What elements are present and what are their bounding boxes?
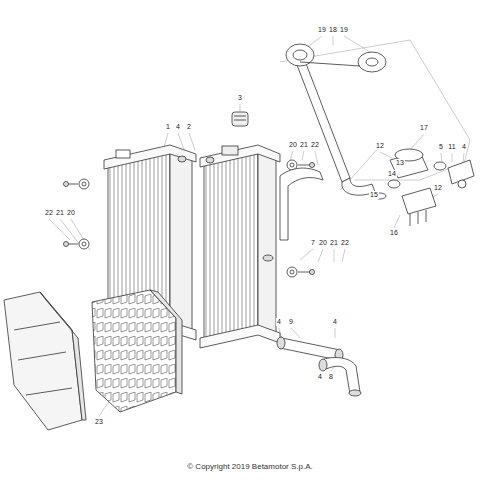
callout-number: 21 <box>329 239 339 247</box>
callout-number: 22 <box>340 239 350 247</box>
callout-number: 13 <box>395 159 405 167</box>
callout-number: 18 <box>328 26 338 34</box>
callout-number: 9 <box>288 318 294 326</box>
copyright-caption: © Copyright 2019 Betamotor S.p.A. <box>187 462 313 471</box>
callout-number: 8 <box>328 373 334 381</box>
callout-number: 12 <box>433 184 443 192</box>
callout-number: 21 <box>55 209 65 217</box>
callout-number: 16 <box>389 229 399 237</box>
callout-number: 20 <box>66 209 76 217</box>
callout-number: 19 <box>339 26 349 34</box>
callout-number: 21 <box>299 141 309 149</box>
callout-number: 4 <box>175 123 181 131</box>
callout-number: 5 <box>438 143 444 151</box>
callout-number: 15 <box>369 191 379 199</box>
callout-number: 20 <box>318 239 328 247</box>
callout-number: 4 <box>332 318 338 326</box>
callout-number: 4 <box>276 318 282 326</box>
callout-number: 7 <box>310 239 316 247</box>
callout-number: 17 <box>419 124 429 132</box>
callout-number: 14 <box>387 170 397 178</box>
callout-number: 3 <box>237 94 243 102</box>
callout-number: 4 <box>461 143 467 151</box>
callout-number: 1 <box>165 123 171 131</box>
callout-number: 2 <box>186 123 192 131</box>
callout-number: 12 <box>375 142 385 150</box>
callout-number: 20 <box>288 141 298 149</box>
callout-number: 19 <box>317 26 327 34</box>
callout-number: 4 <box>317 373 323 381</box>
callout-number: 11 <box>447 143 456 151</box>
callout-number: 22 <box>44 209 54 217</box>
callout-number: 22 <box>310 141 320 149</box>
callout-number: 23 <box>94 418 104 426</box>
